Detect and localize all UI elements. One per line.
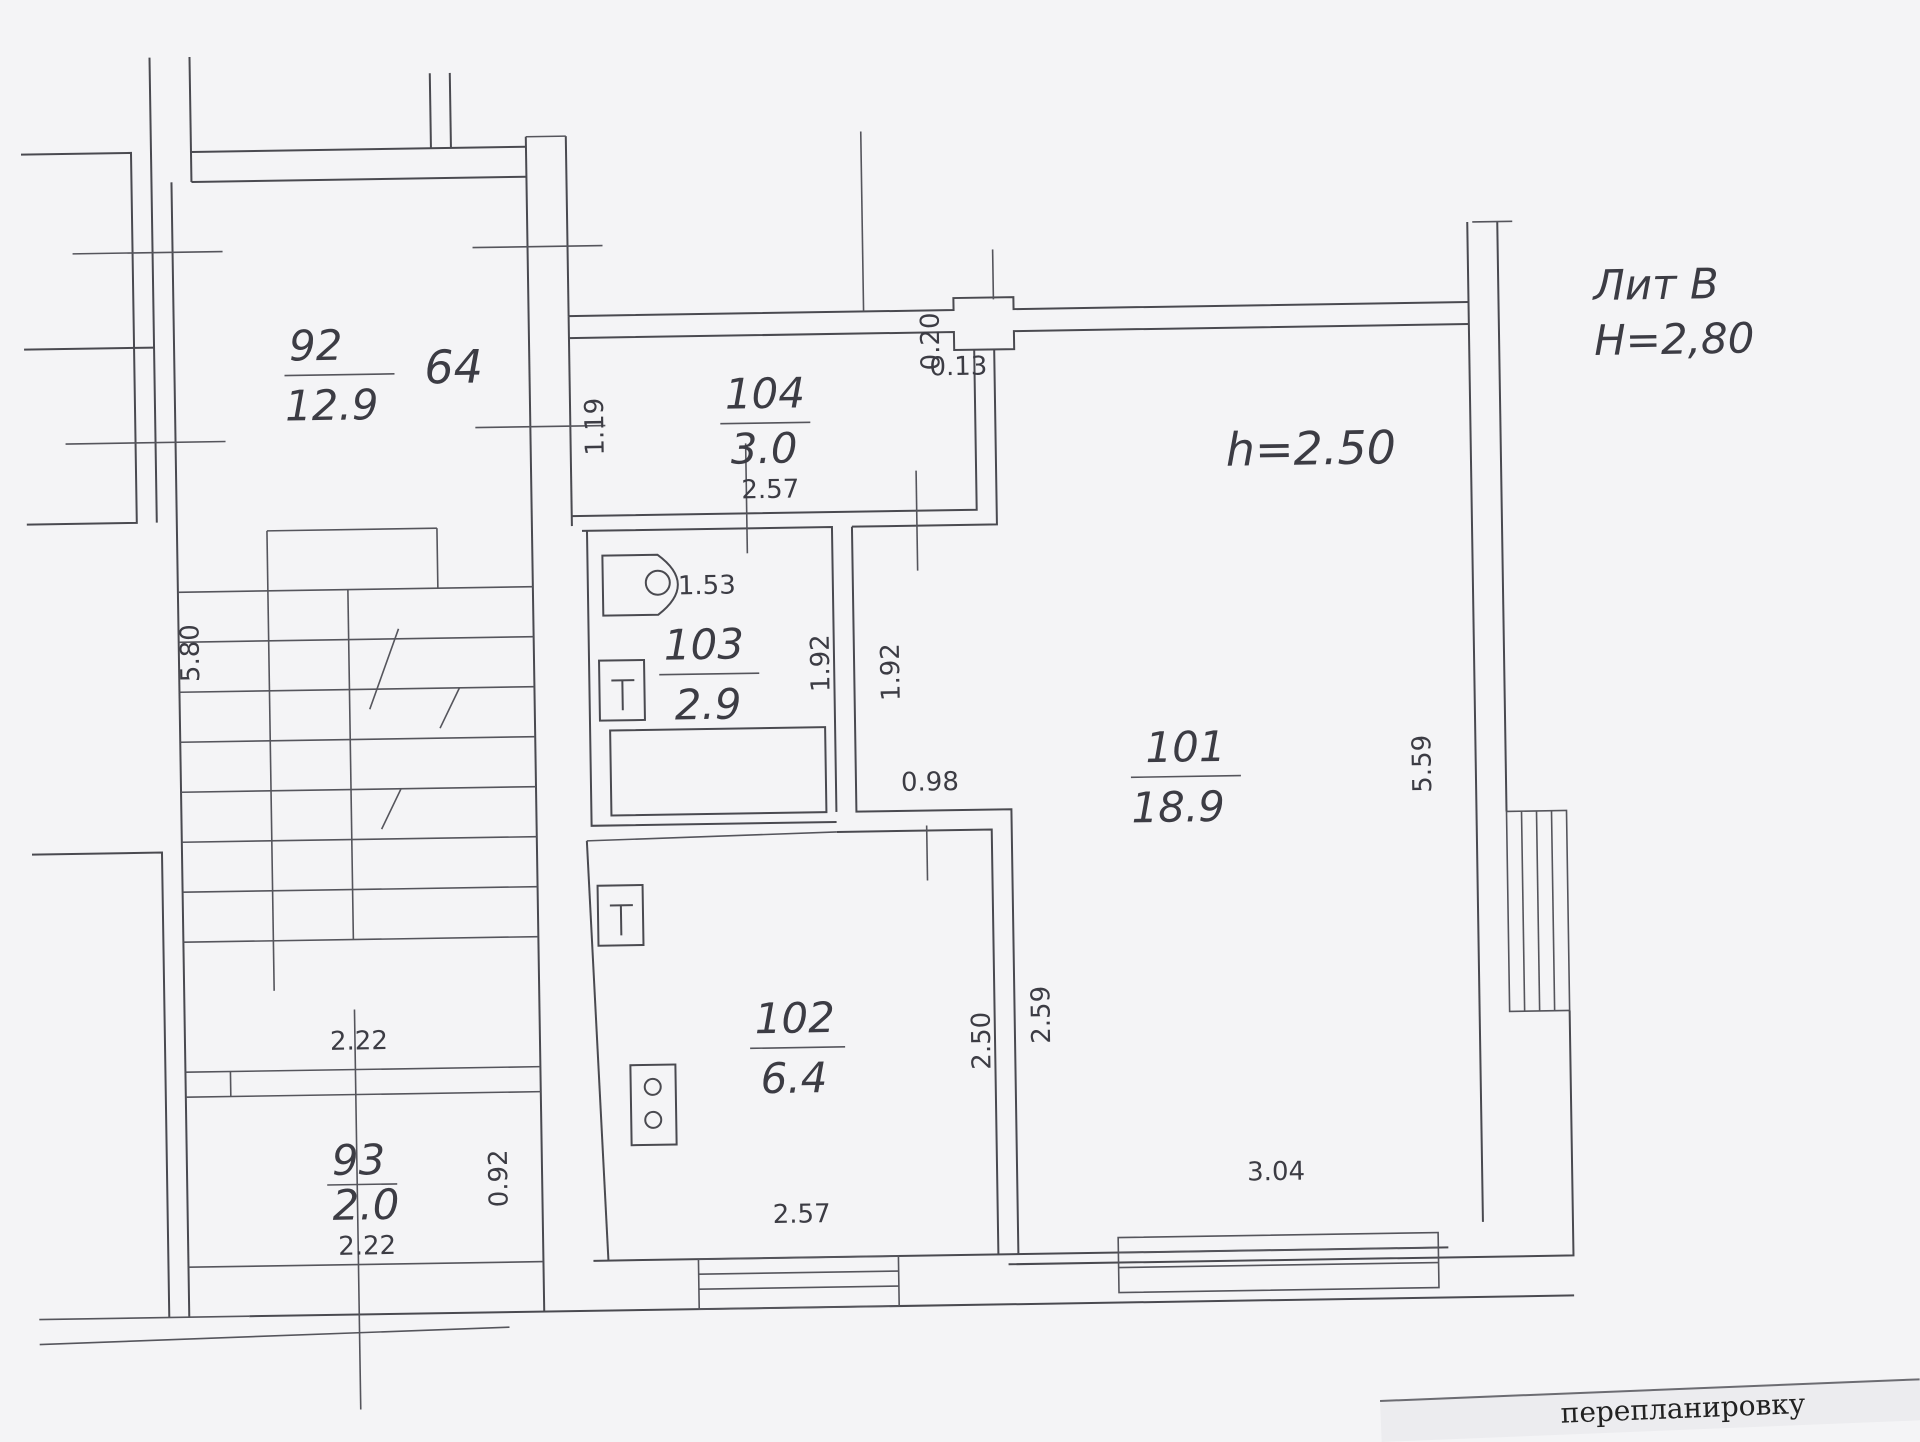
ceiling-height: h=2.50 xyxy=(1225,420,1396,477)
dim-0-98: 0.98 xyxy=(901,767,959,798)
dim-2-50: 2.50 xyxy=(967,1012,998,1070)
height-title: Н=2,80 xyxy=(1594,313,1755,365)
dim-0-92: 0.92 xyxy=(484,1149,515,1207)
bathtub-icon xyxy=(610,727,826,815)
dim-2-57-bottom: 2.57 xyxy=(773,1199,831,1230)
dim-1-92-right: 1.92 xyxy=(876,643,907,701)
dim-2-57-top: 2.57 xyxy=(741,474,799,505)
room-93-number: 93 xyxy=(331,1135,385,1185)
dim-1-92-left: 1.92 xyxy=(806,634,837,692)
room-101-area: 18.9 xyxy=(1131,782,1225,832)
toilet-bowl-icon xyxy=(646,571,670,595)
dim-5-80: 5.80 xyxy=(175,624,206,682)
room-93-area: 2.0 xyxy=(332,1180,400,1230)
dim-0-13: 0.13 xyxy=(929,352,987,383)
outer-walls xyxy=(231,121,1574,1317)
dim-2-59: 2.59 xyxy=(1026,986,1057,1044)
dim-2-22-bottom: 2.22 xyxy=(338,1231,396,1262)
room-102-area: 6.4 xyxy=(760,1053,828,1103)
stairwell xyxy=(20,52,545,1345)
room-102-number: 102 xyxy=(754,993,835,1043)
room-92-number: 92 xyxy=(289,321,343,371)
dim-2-22-top: 2.22 xyxy=(330,1026,388,1057)
room-labels: 92 12.9 64 104 3.0 103 2.9 101 18.9 102 … xyxy=(283,258,1768,1230)
dim-1-53: 1.53 xyxy=(678,571,736,602)
dim-5-59: 5.59 xyxy=(1407,735,1438,793)
room-103-area: 2.9 xyxy=(674,679,742,729)
toilet-icon xyxy=(602,554,678,615)
room-92-area: 12.9 xyxy=(285,380,379,430)
dim-3-04: 3.04 xyxy=(1247,1157,1305,1188)
room-104-area: 3.0 xyxy=(730,424,798,474)
stove-icon xyxy=(630,1065,676,1146)
room-101-number: 101 xyxy=(1145,722,1226,772)
stair-label: 64 xyxy=(424,339,483,394)
room-103-number: 103 xyxy=(663,619,744,669)
footer-text: перепланировку xyxy=(1560,1387,1806,1430)
dim-1-19: 1.19 xyxy=(580,398,611,456)
liter-title: Лит В xyxy=(1591,259,1719,310)
room-104-number: 104 xyxy=(724,368,805,418)
